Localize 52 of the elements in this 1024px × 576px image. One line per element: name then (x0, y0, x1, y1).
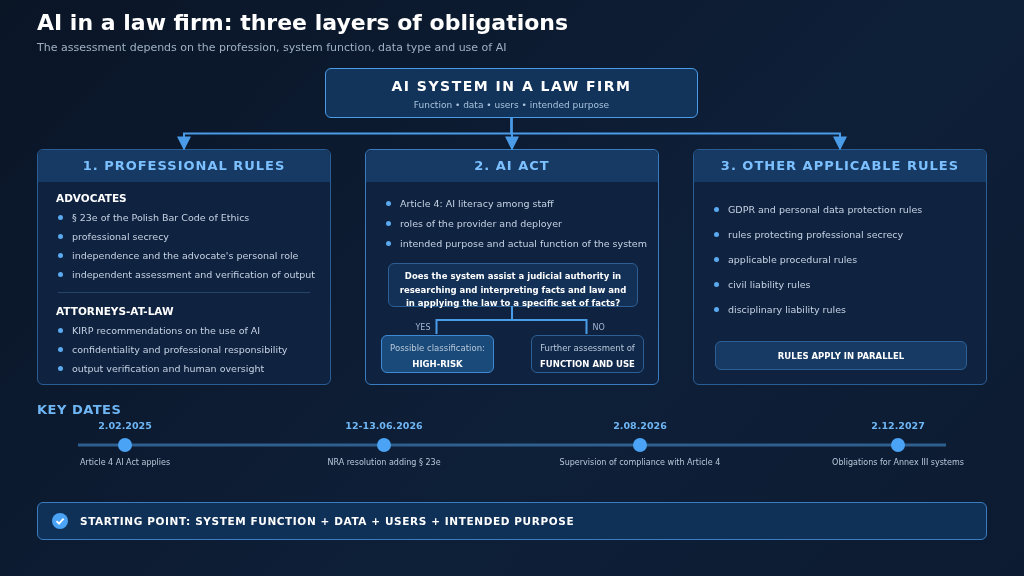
date-label: 12-13.06.2026 (345, 420, 423, 431)
box-text: Further assessment of (539, 343, 636, 353)
bullet-item: independence and the advocate's personal role (58, 250, 322, 261)
bullet-item: GDPR and personal data protection rules (714, 204, 978, 215)
bullet-item: output verification and human oversight (58, 363, 322, 374)
title: AI in a law firm: three layers of obligations (37, 10, 569, 35)
bullet-item: § 23e of the Polish Bar Code of Ethics (58, 212, 322, 223)
section-heading: KEY DATES (37, 402, 122, 417)
section-heading: ADVOCATES (56, 192, 128, 204)
date-label: 2.12.2027 (871, 420, 925, 431)
box-text: Possible classification: (389, 343, 486, 353)
box-text: Does the system assist a judicial authority in researching and interpreting facts and law and in applying the law to a specific set of facts? (398, 270, 628, 311)
panel-card (37, 149, 331, 385)
arrow (510, 117, 847, 151)
panel-card (693, 149, 987, 385)
milestone-text: Obligations for Annex III systems (832, 458, 964, 467)
date-label: 2.02.2025 (98, 420, 152, 431)
bullet-item: Article 4: AI literacy among staff (386, 198, 650, 209)
box-heading: FUNCTION AND USE (539, 359, 636, 369)
milestone-text: Article 4 AI Act applies (79, 458, 171, 467)
box-heading: AI SYSTEM IN A LAW FIRM (390, 78, 633, 94)
bullet-item: KIRP recommendations on the use of AI (58, 325, 322, 336)
section-heading: ATTORNEYS-AT-LAW (56, 305, 175, 317)
panel-header: 3. OTHER APPLICABLE RULES (694, 150, 986, 182)
box-text: RULES APPLY IN PARALLEL (776, 350, 906, 363)
box-subtitle: Function • data • users • intended purpose (412, 100, 611, 110)
summary-text: STARTING POINT: SYSTEM FUNCTION + DATA + USERS + INTENDED PURPOSE (80, 515, 575, 527)
bullet-item: roles of the provider and deployer (386, 218, 650, 229)
edge-label: NO (590, 323, 607, 332)
note-box (715, 341, 967, 370)
box-heading: HIGH-RISK (411, 359, 464, 369)
panel-header: 2. AI ACT (366, 150, 658, 182)
milestone-text: Supervision of compliance with Article 4 (559, 458, 721, 467)
question-box (388, 263, 638, 307)
bullet-item: civil liability rules (714, 279, 978, 290)
panel-card (365, 149, 659, 385)
system-box (325, 68, 698, 118)
bullet-item: intended purpose and actual function of the system (386, 238, 650, 249)
subtitle: The assessment depends on the profession, system function, data type and use of AI (37, 41, 507, 54)
outcome-box (531, 335, 644, 373)
bullet-item: rules protecting professional secrecy (714, 229, 978, 240)
summary-bar (37, 502, 987, 540)
outcome-box (381, 335, 494, 373)
bullet-item: confidentiality and professional responsibility (58, 344, 322, 355)
panel-header: 1. PROFESSIONAL RULES (38, 150, 330, 182)
bullet-item: applicable procedural rules (714, 254, 978, 265)
milestone-text: NRA resolution adding § 23e (327, 458, 441, 467)
bullet-item: professional secrecy (58, 231, 322, 242)
bullet-item: disciplinary liability rules (714, 304, 978, 315)
edge-label: YES (413, 323, 433, 332)
bullet-item: independent assessment and verification of output (58, 269, 322, 280)
date-label: 2.08.2026 (613, 420, 667, 431)
